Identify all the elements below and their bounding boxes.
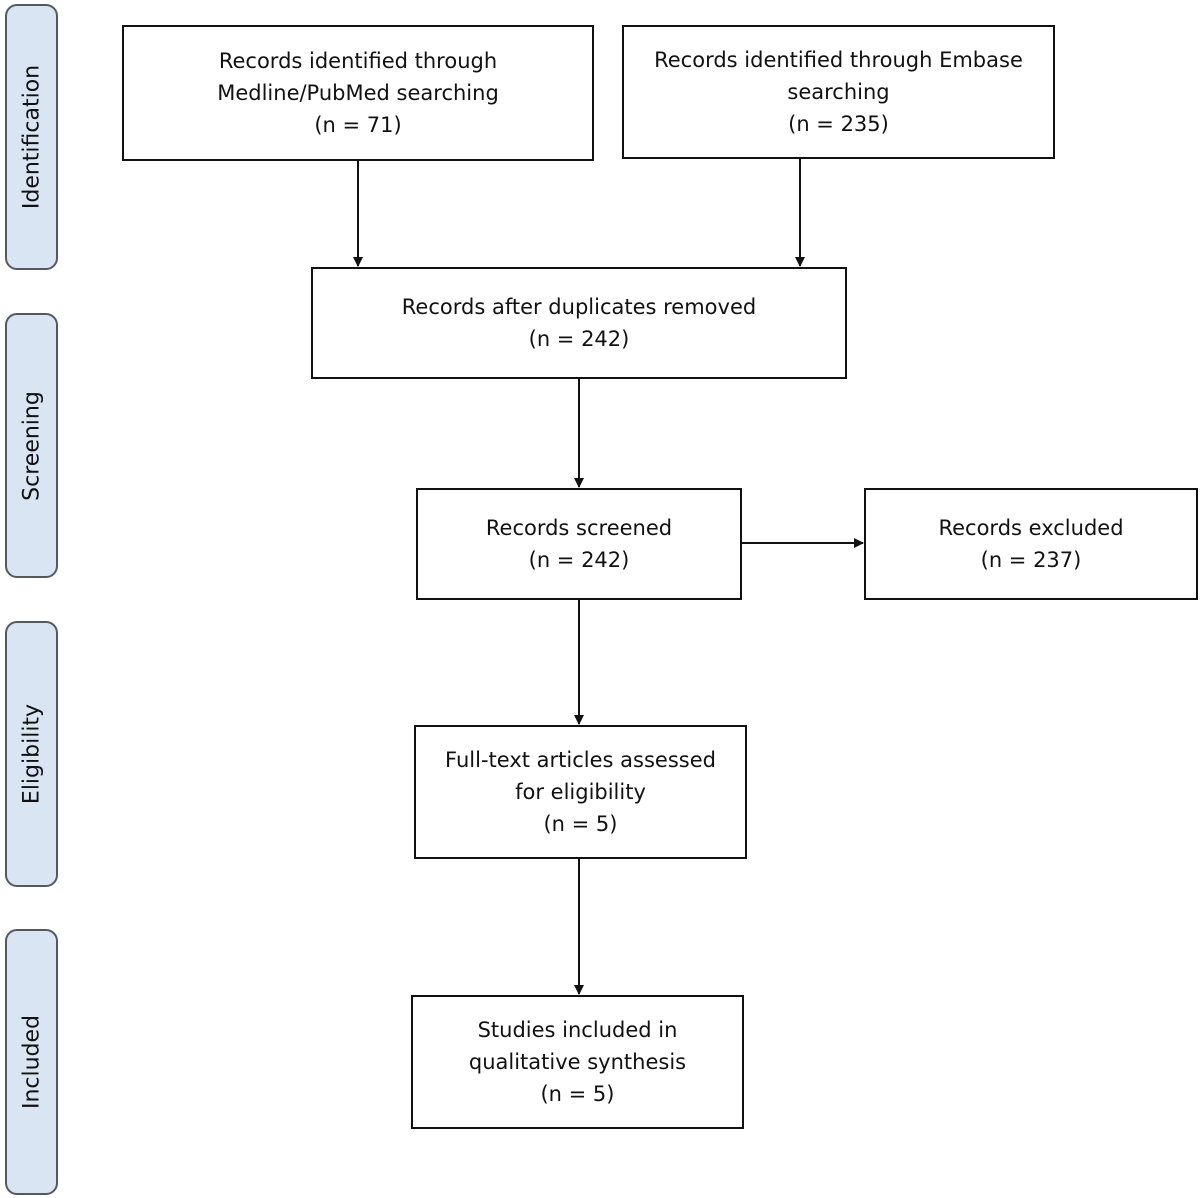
box-pubmed-line1: Records identified through: [218, 49, 498, 73]
box-records-screened: Records screened (n = 242): [416, 488, 742, 600]
box-fulltext-count: (n = 5): [543, 812, 618, 836]
box-pubmed-line2: Medline/PubMed searching: [217, 81, 499, 105]
box-embase-records: Records identified through Embase search…: [622, 25, 1055, 159]
box-pubmed-count: (n = 71): [314, 113, 402, 137]
box-records-excluded: Records excluded (n = 237): [864, 488, 1198, 600]
phase-included: Included: [5, 929, 58, 1195]
box-duplicates-removed: Records after duplicates removed (n = 24…: [311, 267, 847, 379]
box-embase-line1: Records identified through Embase: [654, 48, 1023, 72]
phase-screening: Screening: [5, 313, 58, 578]
phase-identification: Identification: [5, 4, 58, 270]
box-fulltext-line2: for eligibility: [515, 780, 646, 804]
box-included-count: (n = 5): [540, 1082, 615, 1106]
box-studies-included: Studies included in qualitative synthesi…: [411, 995, 744, 1129]
box-included-line2: qualitative synthesis: [468, 1050, 687, 1074]
box-included-line1: Studies included in: [477, 1018, 678, 1042]
box-dedup-line1: Records after duplicates removed: [401, 295, 757, 319]
box-excluded-line1: Records excluded: [938, 516, 1124, 540]
box-dedup-count: (n = 242): [528, 327, 630, 351]
box-fulltext-line1: Full-text articles assessed: [445, 748, 716, 772]
box-screened-line1: Records screened: [485, 516, 673, 540]
box-fulltext-assessed: Full-text articles assessed for eligibil…: [414, 725, 747, 859]
box-excluded-count: (n = 237): [980, 548, 1082, 572]
box-pubmed-records: Records identified through Medline/PubMe…: [122, 25, 594, 161]
box-embase-count: (n = 235): [788, 112, 889, 136]
box-screened-count: (n = 242): [528, 548, 630, 572]
box-embase-line2: searching: [787, 80, 890, 104]
phase-eligibility: Eligibility: [5, 621, 58, 887]
